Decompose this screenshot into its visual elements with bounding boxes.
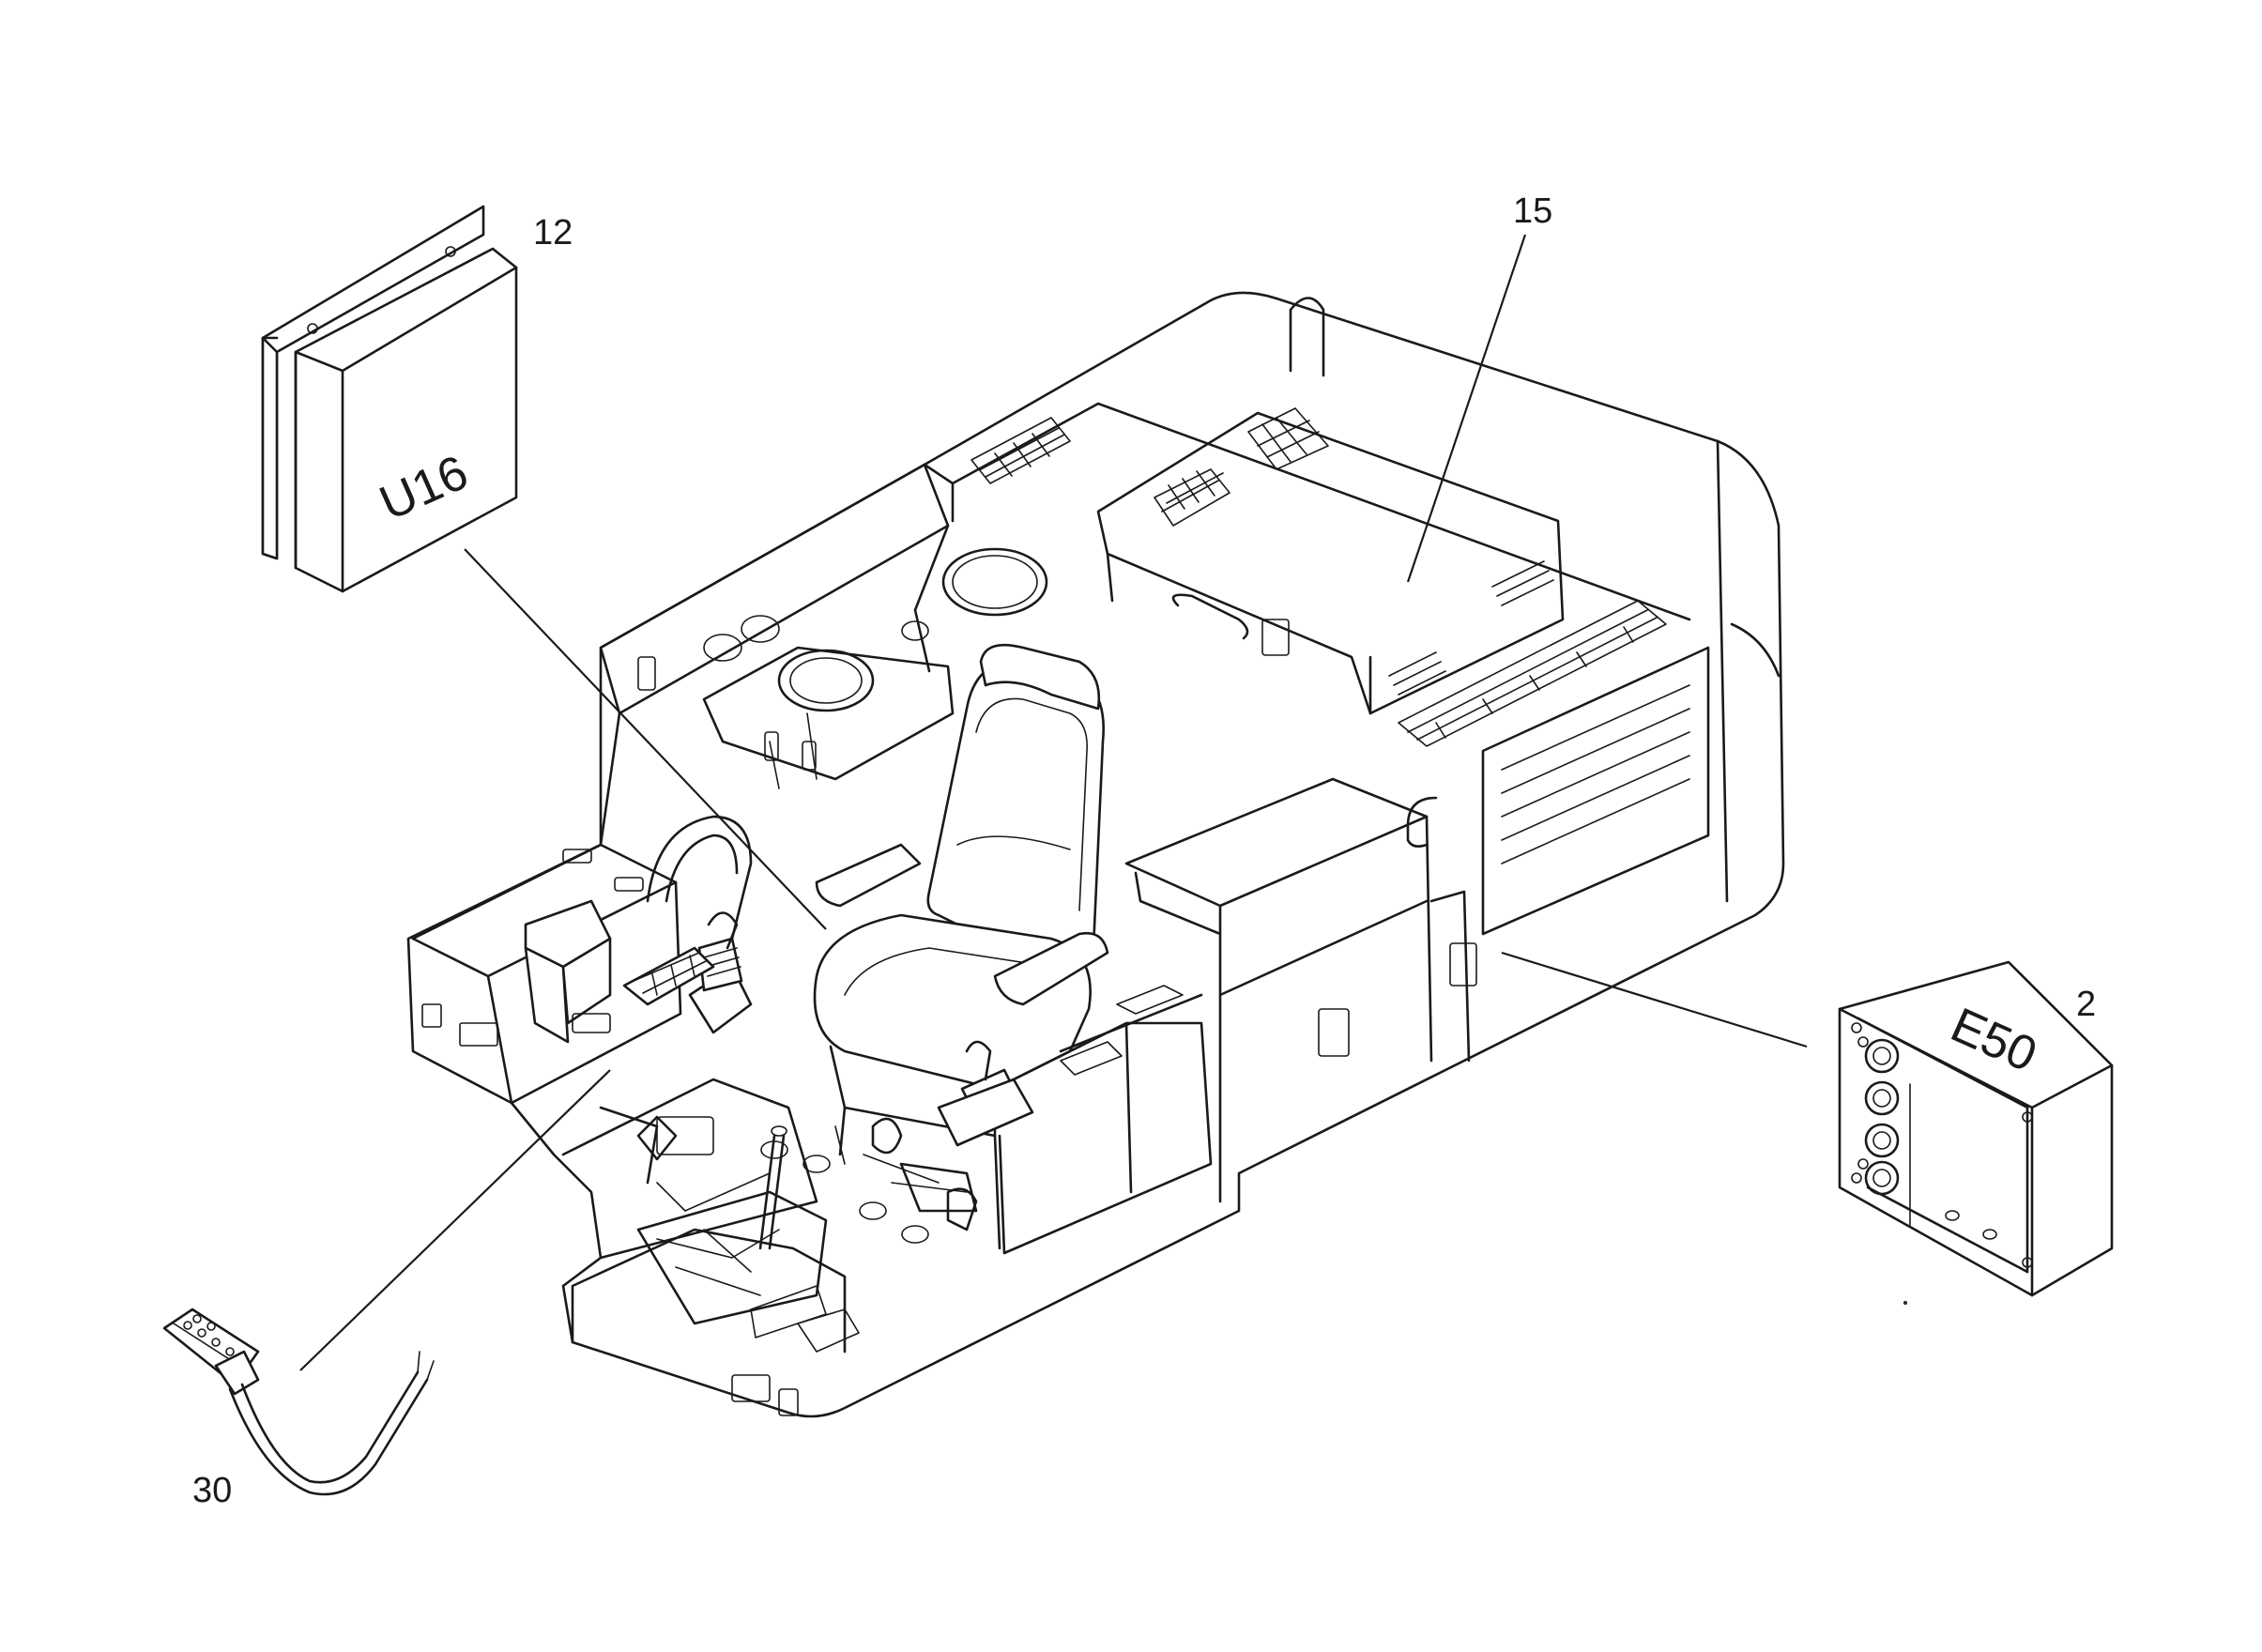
left-joystick (622, 911, 753, 1034)
hood-grille-2 (1247, 407, 1329, 470)
callout-12: 12 (533, 213, 573, 252)
electrical-box-icon: E50 (1838, 960, 2114, 1297)
operator-seat (813, 643, 1109, 1250)
callout-2: 2 (2076, 985, 2096, 1024)
leader-15 (1406, 234, 1527, 583)
ecu-box-icon: U16 (261, 205, 518, 593)
front-left-grille (971, 417, 1071, 484)
plug-cable-icon (162, 1308, 435, 1496)
right-joystick (937, 1040, 1034, 1147)
leader-lines (299, 234, 1808, 1371)
leader-30 (299, 1069, 611, 1371)
leader-12 (464, 548, 827, 930)
callout-30: 30 (192, 1471, 232, 1510)
box-connectors (1857, 1036, 1900, 1196)
callout-15: 15 (1513, 191, 1552, 231)
hood-grille-1 (1154, 468, 1230, 527)
operator-cab-icon (406, 291, 1785, 1418)
leader-2 (1501, 951, 1808, 1048)
speck (1903, 1301, 1908, 1306)
rear-grille (1398, 600, 1667, 747)
